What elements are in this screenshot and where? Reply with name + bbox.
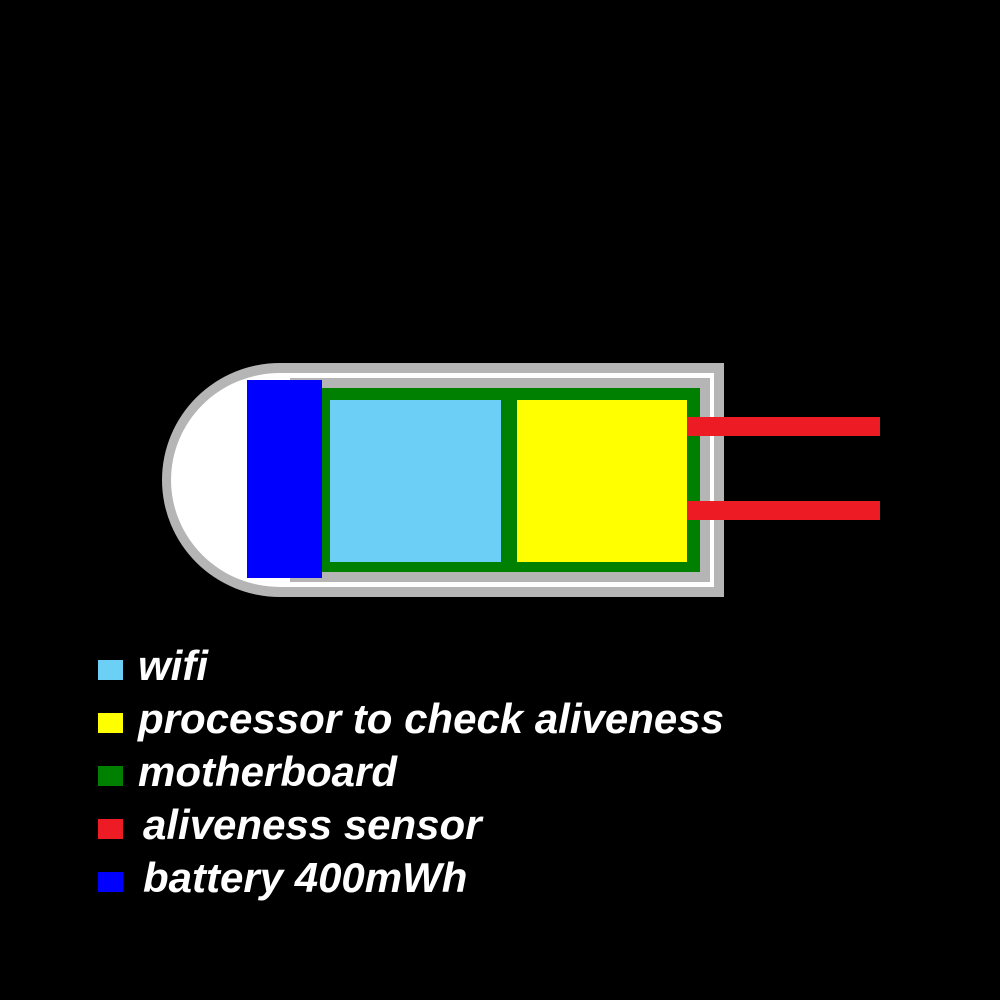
legend-swatch-wifi: [98, 660, 123, 680]
legend-label-processor: processor to check aliveness: [138, 695, 724, 742]
legend-swatch-battery: [98, 872, 123, 892]
legend-label-wifi: wifi: [138, 642, 208, 689]
legend-swatch-sensor: [98, 819, 123, 839]
processor-chip: [517, 400, 687, 562]
legend-label-sensor: aliveness sensor: [143, 801, 482, 848]
sensor-prong-upper: [687, 417, 880, 436]
legend-swatch-motherboard: [98, 766, 123, 786]
battery-block: [247, 380, 322, 578]
legend-swatch-processor: [98, 713, 123, 733]
wifi-module: [330, 400, 501, 562]
legend-label-motherboard: motherboard: [138, 748, 398, 795]
sensor-prong-lower: [687, 501, 880, 520]
legend-label-battery: battery 400mWh: [143, 854, 468, 901]
